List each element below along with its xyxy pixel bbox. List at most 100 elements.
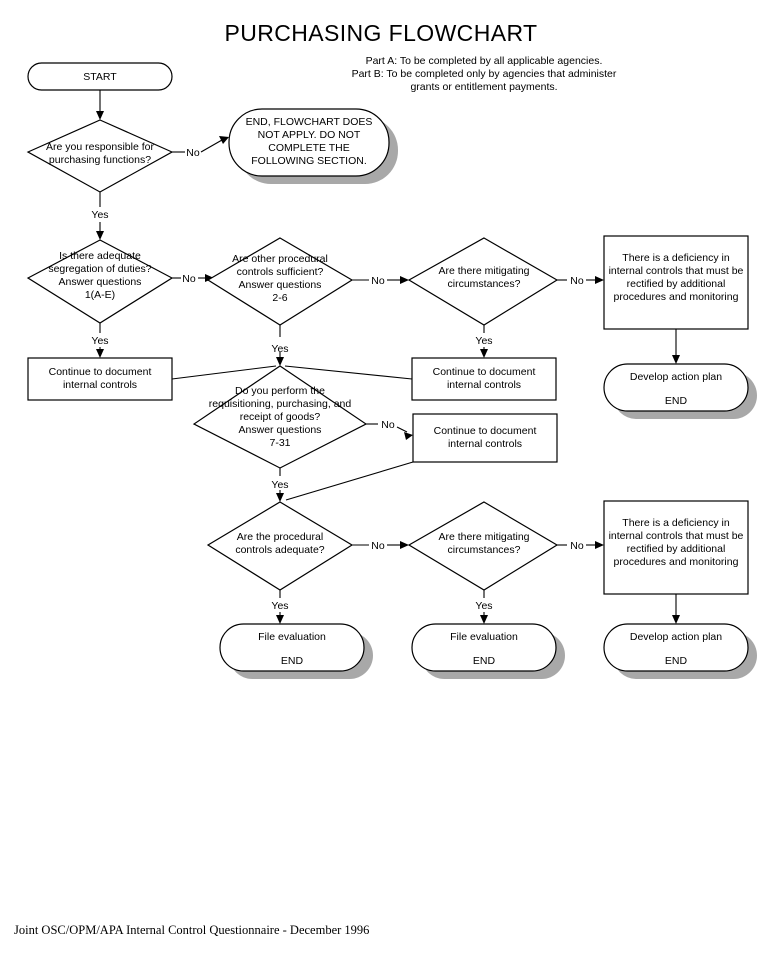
page-title: PURCHASING FLOWCHART [225, 20, 538, 46]
edge-label-requisitioning-yes: Yes [271, 479, 288, 491]
continue-mid-line-1: Continue to document [433, 366, 536, 378]
deficiency-top-line-2: internal controls that must be [609, 265, 744, 277]
edge-label-other-controls-no: No [371, 275, 385, 287]
continue-left-line-1: Continue to document [49, 366, 152, 378]
deficiency-top-line-4: procedures and monitoring [614, 291, 739, 303]
node-terminator-file-left[interactable]: File evaluation END [219, 623, 373, 679]
action-bottom-shape [603, 623, 749, 672]
node-process-deficiency-bottom[interactable]: There is a deficiency in internal contro… [603, 500, 749, 595]
end-not-apply-shape [228, 108, 390, 177]
edge-label-procedural-no: No [371, 540, 385, 552]
edge-label-other-controls-yes: Yes [271, 343, 288, 355]
segregation-line-3: Answer questions [59, 276, 142, 288]
arrowhead-start-to-responsible [96, 111, 104, 120]
arrowhead-other-no [400, 276, 409, 284]
node-decision-requisitioning[interactable]: Do you perform the requisitioning, purch… [192, 365, 368, 469]
node-terminator-action-top[interactable]: Develop action plan END [603, 363, 757, 419]
deficiency-top-line-3: rectified by additional [627, 278, 726, 290]
mitigating-bottom-line-1: Are there mitigating [438, 531, 529, 543]
edge-label-mitigating-top-yes: Yes [475, 335, 492, 347]
start-label: START [83, 71, 117, 83]
edge-label-requisitioning-no: No [381, 419, 395, 431]
file-left-line-1: File evaluation [258, 631, 326, 643]
node-start[interactable]: START [27, 62, 173, 91]
action-top-shape [603, 363, 749, 412]
continue-mid-line-2: internal controls [447, 379, 521, 391]
node-decision-segregation[interactable]: Is there adequate segregation of duties?… [26, 239, 174, 324]
edge-label-segregation-no: No [182, 273, 196, 285]
edge-label-segregation-yes: Yes [91, 335, 108, 347]
node-terminator-end-not-apply[interactable]: END, FLOWCHART DOES NOT APPLY. DO NOT CO… [228, 108, 398, 184]
deficiency-bottom-line-4: procedures and monitoring [614, 556, 739, 568]
node-decision-responsible[interactable]: Are you responsible for purchasing funct… [26, 119, 174, 193]
other-controls-line-1: Are other procedural [232, 253, 328, 265]
mitigating-top-line-1: Are there mitigating [438, 265, 529, 277]
footer-text: Joint OSC/OPM/APA Internal Control Quest… [14, 923, 369, 937]
file-mid-line-3: END [473, 655, 496, 667]
edge-label-mitigating-bottom-no: No [570, 540, 584, 552]
node-process-continue-low[interactable]: Continue to document internal controls [412, 413, 558, 463]
connector-responsible-no-2 [200, 139, 223, 153]
connector-requisitioning-no-b [396, 426, 408, 433]
arrowhead-segregation-yes [96, 349, 104, 358]
node-terminator-action-bottom[interactable]: Develop action plan END [603, 623, 757, 679]
arrowhead-requisitioning-yes [276, 493, 284, 502]
node-process-continue-left[interactable]: Continue to document internal controls [27, 357, 173, 401]
arrowhead-mitigating-top-no [595, 276, 604, 284]
continue-left-line-2: internal controls [63, 379, 137, 391]
deficiency-bottom-line-2: internal controls that must be [609, 530, 744, 542]
procedural-adequate-line-2: controls adequate? [235, 544, 324, 556]
node-terminator-file-mid[interactable]: File evaluation END [411, 623, 565, 679]
action-bottom-line-3: END [665, 655, 688, 667]
node-decision-mitigating-top[interactable]: Are there mitigating circumstances? [407, 237, 559, 326]
mitigating-bottom-decision-shape [407, 501, 559, 591]
edge-label-procedural-yes: Yes [271, 600, 288, 612]
connector-continue-mid-to-requisitioning [284, 365, 413, 380]
continue-left-shape [27, 357, 173, 401]
node-decision-other-controls[interactable]: Are other procedural controls sufficient… [206, 237, 354, 326]
action-top-line-3: END [665, 395, 688, 407]
file-left-line-3: END [281, 655, 304, 667]
node-decision-procedural-adequate[interactable]: Are the procedural controls adequate? [206, 501, 354, 591]
arrowhead-deficiency-bottom-to-action [672, 615, 680, 624]
file-mid-shape [411, 623, 557, 672]
mitigating-top-decision-shape [407, 237, 559, 326]
responsible-line-1: Are you responsible for [46, 141, 154, 153]
mitigating-top-line-2: circumstances? [448, 278, 521, 290]
continue-mid-shape [411, 357, 557, 401]
segregation-line-2: segregation of duties? [48, 263, 151, 275]
deficiency-bottom-line-3: rectified by additional [627, 543, 726, 555]
arrowhead-mitigating-bottom-yes [480, 615, 488, 624]
node-process-deficiency-top[interactable]: There is a deficiency in internal contro… [603, 235, 749, 330]
other-controls-line-2: controls sufficient? [237, 266, 324, 278]
action-bottom-line-1: Develop action plan [630, 631, 722, 643]
arrowhead-procedural-no [400, 541, 409, 549]
continue-low-line-2: internal controls [448, 438, 522, 450]
action-top-line-1: Develop action plan [630, 371, 722, 383]
edge-label-responsible-no: No [186, 147, 200, 159]
arrowhead-procedural-yes [276, 615, 284, 624]
arrowhead-other-yes [276, 357, 284, 366]
responsible-line-2: purchasing functions? [49, 154, 151, 166]
deficiency-bottom-line-1: There is a deficiency in [622, 517, 730, 529]
edge-label-responsible-yes: Yes [91, 209, 108, 221]
end-not-apply-line-4: FOLLOWING SECTION. [251, 155, 367, 167]
arrowhead-requisitioning-no [404, 432, 413, 440]
file-left-shape [219, 623, 365, 672]
continue-low-shape [412, 413, 558, 463]
requisitioning-decision-shape [192, 365, 368, 469]
requisitioning-line-5: 7-31 [269, 437, 290, 449]
connector-continue-left-to-requisitioning [171, 365, 277, 380]
continue-low-line-1: Continue to document [434, 425, 537, 437]
node-process-continue-mid[interactable]: Continue to document internal controls [411, 357, 557, 401]
requisitioning-line-1: Do you perform the [235, 385, 325, 397]
node-decision-mitigating-bottom[interactable]: Are there mitigating circumstances? [407, 501, 559, 591]
arrowhead-mitigating-top-yes [480, 349, 488, 358]
procedural-adequate-decision-shape [206, 501, 354, 591]
requisitioning-line-4: Answer questions [239, 424, 322, 436]
end-not-apply-line-3: COMPLETE THE [268, 142, 350, 154]
edge-label-mitigating-top-no: No [570, 275, 584, 287]
note-line-2: Part B: To be completed only by agencies… [352, 68, 617, 80]
